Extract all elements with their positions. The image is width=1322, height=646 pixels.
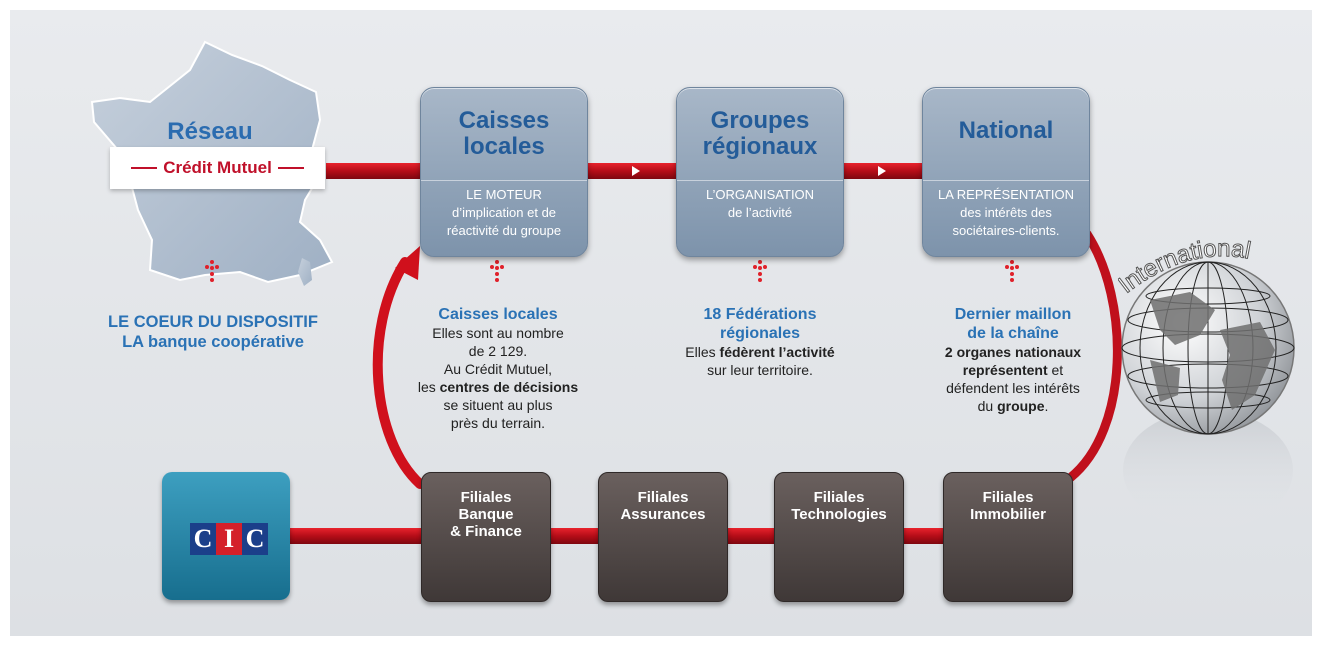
box-title-line-1: Caisses — [458, 107, 550, 134]
desc-bold-text: fédèrent l’activité — [719, 344, 835, 360]
desc-text: du — [977, 398, 998, 414]
box-sub-line-2: de l’activité — [727, 205, 793, 220]
box-sub-line-3: réactivité du groupe — [446, 223, 562, 238]
cic-logo: C I C — [190, 523, 268, 555]
box-line: Filiales — [982, 489, 1034, 506]
desc-bold-text: 2 organes nationaux — [944, 344, 1082, 360]
caisses-locales-heading: Caisses locales — [438, 306, 558, 323]
arrow-marker-1 — [632, 166, 640, 176]
cic-letter-c1: C — [190, 523, 216, 555]
coeur-line-2: LA banque coopérative — [122, 333, 304, 351]
desc-line: les centres de décisions — [398, 378, 598, 396]
national-heading-line-2: de la chaîne — [967, 325, 1059, 342]
arrow-marker-2 — [878, 166, 886, 176]
box-title-line-1: National — [958, 117, 1054, 144]
desc-text: Elles — [685, 344, 720, 360]
box-line: Assurances — [620, 506, 706, 523]
right-loop-arrow — [1065, 229, 1122, 483]
box-line: Filiales — [813, 489, 865, 506]
coeur-dispositif-text: LE COEUR DU DISPOSITIF LA banque coopéra… — [78, 312, 348, 352]
desc-text: et — [1047, 362, 1064, 378]
corsica-shape — [298, 258, 312, 286]
box-sub-line-1: L’ORGANISATION — [705, 187, 815, 202]
box-title-line-2: locales — [463, 133, 545, 160]
international-label: International — [1118, 236, 1253, 296]
box-line: Filiales — [460, 489, 512, 506]
globe-continents — [1150, 292, 1275, 410]
connector-logo-caisses — [326, 163, 421, 179]
desc-line: défendent les intérêts — [946, 380, 1080, 396]
credit-mutuel-logo: Crédit Mutuel — [110, 147, 325, 189]
connector-banque-assurances — [550, 528, 600, 544]
international-text: International — [1118, 236, 1253, 296]
credit-mutuel-logo-text: Crédit Mutuel — [163, 158, 272, 177]
connector-assurances-technologies — [727, 528, 775, 544]
desc-text: les — [417, 379, 440, 395]
desc-line: sur leur territoire. — [707, 362, 813, 378]
desc-line: représentent et — [908, 361, 1118, 379]
desc-line: de 2 129. — [468, 343, 528, 359]
desc-line: Elles sont au nombre — [432, 325, 564, 341]
reseau-title: Réseau — [167, 118, 253, 145]
box-national: National LA REPRÉSENTATION des intérêts d… — [922, 87, 1090, 257]
national-heading-line-1: Dernier maillon — [954, 306, 1072, 323]
box-title-line-1: Groupes — [710, 107, 810, 134]
box-title-line-2: régionaux — [702, 133, 818, 160]
desc-text: . — [1044, 398, 1049, 414]
cic-letter-i: I — [216, 523, 242, 555]
box-line: Filiales — [637, 489, 689, 506]
desc-line: se situent au plus — [443, 397, 553, 413]
coeur-line-1: LE COEUR DU DISPOSITIF — [108, 313, 318, 331]
dotted-arrows — [205, 260, 1019, 282]
desc-line: Au Crédit Mutuel, — [443, 361, 553, 377]
cic-letter-c2: C — [242, 523, 268, 555]
national-description: Dernier maillon de la chaîne 2 organes n… — [908, 305, 1118, 415]
box-sub-line-3: sociétaires-clients. — [952, 223, 1060, 238]
box-line: & Finance — [450, 523, 522, 540]
box-sub-line-2: des intérêts des — [960, 205, 1052, 220]
federations-heading-line-1: 18 Fédérations — [703, 306, 817, 323]
box-line: Technologies — [791, 506, 887, 523]
left-loop-arrow — [372, 257, 425, 489]
left-loop-arrowhead — [395, 246, 420, 280]
desc-bold-text: groupe — [997, 398, 1045, 414]
desc-line: du groupe. — [908, 397, 1118, 415]
desc-bold-text: centres de décisions — [439, 379, 579, 395]
connector-technologies-immobilier — [902, 528, 944, 544]
desc-bold-text: représentent — [962, 362, 1048, 378]
box-sub-line-1: LE MOTEUR — [466, 187, 542, 202]
svg-text:International: International — [1118, 236, 1253, 296]
globe-reflection — [1123, 410, 1293, 530]
caisses-locales-description: Caisses locales Elles sont au nombre de … — [398, 305, 598, 432]
federations-description: 18 Fédérations régionales Elles fédèrent… — [655, 305, 865, 379]
box-sub-line-1: LA REPRÉSENTATION — [937, 187, 1075, 202]
globe-grid — [1121, 261, 1295, 435]
box-line: Banque — [458, 506, 514, 523]
desc-line: Elles fédèrent l’activité — [655, 343, 865, 361]
box-line: Immobilier — [970, 506, 1046, 523]
federations-heading-line-2: régionales — [719, 325, 801, 342]
box-sub-line-2: d’implication et de — [451, 205, 557, 220]
desc-line: 2 organes nationaux — [908, 343, 1118, 361]
desc-line: près du terrain. — [450, 415, 546, 431]
connector-cic-banque — [290, 528, 422, 544]
